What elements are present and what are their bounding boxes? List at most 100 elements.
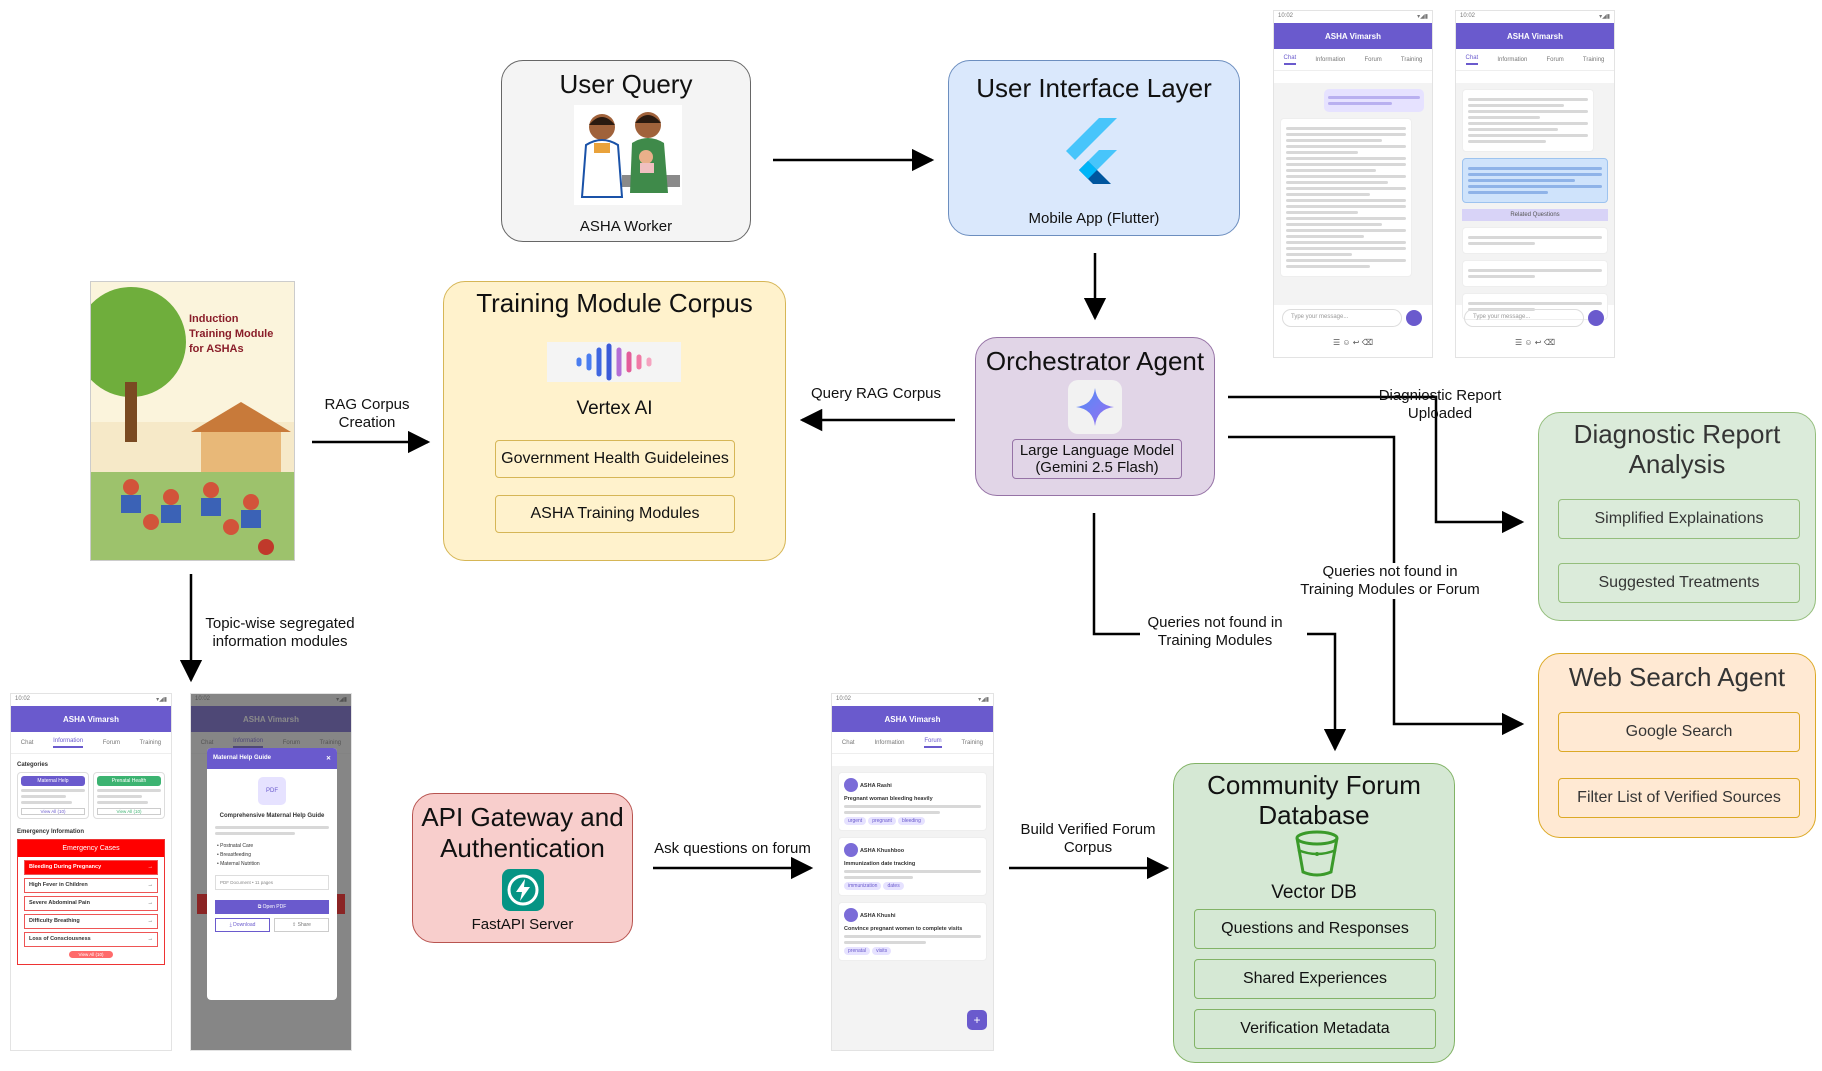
- app-tabs: Chat Information Forum Training: [1456, 49, 1614, 71]
- modal-doc-meta: PDF Document • 11 pages: [215, 875, 329, 890]
- phone-maternal-guide: 10:02▾◢▮ ASHA Vimarsh Chat Information F…: [190, 693, 352, 1051]
- send-button-2[interactable]: [1588, 310, 1604, 326]
- vector-db-label: Vector DB: [1271, 882, 1357, 903]
- category-maternal-label: Maternal Help: [21, 776, 85, 786]
- corpus-item-guidelines: Government Health Guideleines: [495, 440, 735, 478]
- label-topic-wise: Topic-wise segregated information module…: [200, 615, 360, 651]
- keyboard-toolbar-2: ☰ ☺ ↩ ⌫: [1514, 338, 1556, 347]
- tab-training[interactable]: Training: [1582, 56, 1605, 63]
- tab-training[interactable]: Training: [139, 739, 162, 746]
- avatar: [844, 843, 858, 857]
- view-all-prenatal[interactable]: View All (10): [97, 808, 161, 815]
- gemini-icon: [1068, 380, 1122, 434]
- chat-input-1[interactable]: Type your message...: [1282, 309, 1402, 327]
- diagnostic-box: Diagnostic Report Analysis Simplified Ex…: [1538, 412, 1816, 621]
- community-forum-box: Community Forum Database Vector DB Quest…: [1173, 763, 1455, 1063]
- orchestrator-title: Orchestrator Agent: [985, 346, 1205, 376]
- app-header: ASHA Vimarsh: [1456, 23, 1614, 49]
- tab-chat[interactable]: Chat: [20, 739, 34, 746]
- api-gateway-title: API Gateway and Authentication: [413, 802, 632, 864]
- tab-forum[interactable]: Forum: [102, 739, 121, 746]
- web-search-box: Web Search Agent Google Search Filter Li…: [1538, 653, 1816, 838]
- modal-bullet-3: • Maternal Nutrition: [217, 861, 260, 867]
- open-pdf-button[interactable]: ⧉ Open PDF: [215, 900, 329, 914]
- label-topic-wise-line1: Topic-wise segregated: [205, 615, 355, 632]
- related-questions-header: Related Questions: [1462, 209, 1608, 221]
- post-title: Immunization date tracking: [844, 861, 916, 867]
- post-title: Pregnant woman bleeding heavily: [844, 796, 933, 802]
- emergency-item-4[interactable]: Difficulty Breathing→: [24, 914, 158, 929]
- emergency-item-label: High Fever in Children: [29, 882, 88, 888]
- corpus-item-training-modules: ASHA Training Modules: [495, 495, 735, 533]
- label-diag-uploaded: Diagniostic Report Uploaded: [1360, 387, 1520, 423]
- phone-chat-answer: 10:02▾◢▮ ASHA Vimarsh Chat Information F…: [1273, 10, 1433, 358]
- post-tag: immunization: [844, 882, 882, 890]
- forum-post-3[interactable]: ASHA Khushi Convince pregnant women to c…: [838, 902, 987, 961]
- emergency-item-3[interactable]: Severe Abdominal Pain→: [24, 896, 158, 911]
- asha-workers-illustration: [574, 105, 682, 205]
- label-not-found-training-line2: Training Modules: [1157, 632, 1273, 649]
- related-question-1[interactable]: [1462, 227, 1608, 254]
- community-forum-title: Community Forum Database: [1174, 770, 1454, 830]
- related-question-2[interactable]: [1462, 260, 1608, 287]
- tab-forum[interactable]: Forum: [924, 738, 942, 748]
- diag-item-treatments: Suggested Treatments: [1558, 563, 1800, 603]
- category-card-maternal[interactable]: Maternal Help View All (10): [17, 772, 89, 819]
- emergency-item-2[interactable]: High Fever in Children→: [24, 878, 158, 893]
- tab-information[interactable]: Information: [53, 738, 84, 748]
- emergency-item-5[interactable]: Loss of Consciousness→: [24, 932, 158, 947]
- user-query-box: User Query ASHA Worker: [501, 60, 751, 242]
- tab-information[interactable]: Information: [1315, 56, 1346, 63]
- label-rag-creation-line1: RAG Corpus: [324, 396, 410, 413]
- open-pdf-label: Open PDF: [262, 904, 287, 910]
- close-icon[interactable]: ✕: [325, 756, 331, 762]
- diagnostic-title-line1: Diagnostic Report: [1573, 419, 1781, 449]
- app-header: ASHA Vimarsh: [832, 706, 993, 732]
- post-author: ASHA Rashi: [859, 782, 892, 789]
- status-time: 10:02: [15, 696, 31, 702]
- category-card-prenatal[interactable]: Prenatal Health View All (10): [93, 772, 165, 819]
- label-topic-wise-line2: information modules: [212, 633, 348, 650]
- new-post-fab[interactable]: +: [967, 1010, 987, 1030]
- assistant-message-bubble: [1280, 118, 1412, 277]
- tab-chat[interactable]: Chat: [841, 739, 855, 746]
- app-tabs: Chat Information Forum Training: [832, 732, 993, 754]
- label-diag-uploaded-line2: Uploaded: [1407, 405, 1473, 422]
- tab-training[interactable]: Training: [1400, 56, 1423, 63]
- view-all-emergency[interactable]: View All (10): [69, 951, 113, 958]
- llm-model-line1: Large Language Model: [1019, 442, 1175, 459]
- categories-heading: Categories: [17, 762, 49, 768]
- tab-information[interactable]: Information: [1497, 56, 1528, 63]
- tab-chat[interactable]: Chat: [1465, 55, 1479, 65]
- label-build-forum-line2: Corpus: [1063, 839, 1113, 856]
- emergency-item-label: Severe Abdominal Pain: [29, 900, 90, 906]
- chat-input-2[interactable]: Type your message...: [1464, 309, 1584, 327]
- send-button-1[interactable]: [1406, 310, 1422, 326]
- tab-information[interactable]: Information: [874, 739, 905, 746]
- app-header: ASHA Vimarsh: [1274, 23, 1432, 49]
- label-not-found-forum: Queries not found in Training Modules or…: [1290, 563, 1490, 599]
- forum-post-1[interactable]: ASHA Rashi Pregnant woman bleeding heavi…: [838, 772, 987, 831]
- forum-post-2[interactable]: ASHA Khushboo Immunization date tracking…: [838, 837, 987, 896]
- download-button[interactable]: ⤓ Download: [215, 918, 270, 932]
- tab-forum[interactable]: Forum: [1546, 56, 1564, 63]
- ui-layer-title: User Interface Layer: [976, 73, 1212, 103]
- tab-chat[interactable]: Chat: [1283, 55, 1297, 65]
- label-build-forum-line1: Build Verified Forum: [1020, 821, 1156, 838]
- post-author: ASHA Khushi: [859, 912, 896, 919]
- emergency-item-1[interactable]: Bleeding During Pregnancy→: [24, 860, 158, 875]
- tab-training[interactable]: Training: [961, 739, 984, 746]
- vertex-ai-icon: [547, 342, 681, 382]
- download-label: Download: [233, 922, 256, 928]
- arrow-orch-to-forum-b: [1307, 632, 1347, 752]
- forum-item-verification: Verification Metadata: [1194, 1009, 1436, 1049]
- api-gateway-box: API Gateway and Authentication FastAPI S…: [412, 793, 633, 943]
- tab-forum[interactable]: Forum: [1364, 56, 1382, 63]
- modal-bullet-1: • Postnatal Care: [217, 843, 254, 849]
- induction-book-cover: Induction Training Module for ASHAs: [90, 281, 295, 561]
- book-title-line1: Induction: [189, 313, 239, 325]
- flutter-icon: [1066, 118, 1117, 184]
- view-all-maternal[interactable]: View All (10): [21, 808, 85, 815]
- post-title: Convince pregnant women to complete visi…: [844, 926, 963, 932]
- share-button[interactable]: ⇪ Share: [274, 918, 329, 932]
